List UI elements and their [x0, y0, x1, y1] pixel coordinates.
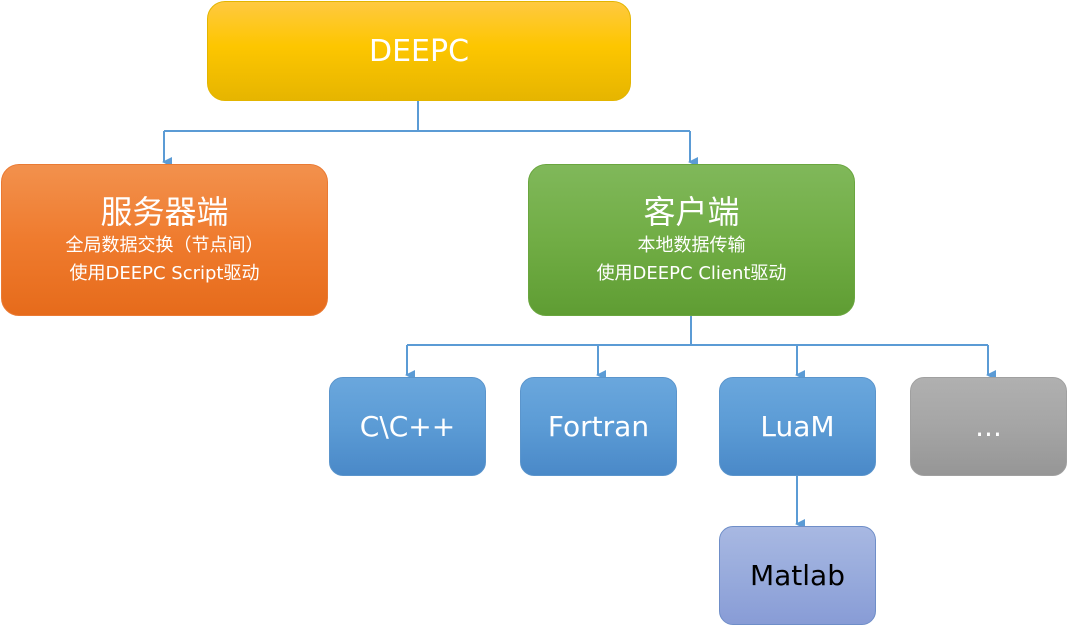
language-node-more: ... — [910, 377, 1067, 476]
client-line2: 使用DEEPC Client驱动 — [596, 263, 787, 284]
client-node: 客户端 本地数据传输 使用DEEPC Client驱动 — [528, 164, 855, 316]
matlab-label: Matlab — [749, 559, 845, 592]
server-node: 服务器端 全局数据交换（节点间） 使用DEEPC Script驱动 — [1, 164, 328, 316]
server-line2: 使用DEEPC Script驱动 — [69, 263, 260, 284]
root-label: DEEPC — [368, 33, 470, 69]
client-line1: 本地数据传输 — [637, 235, 746, 256]
matlab-node: Matlab — [719, 526, 876, 625]
server-title: 服务器端 — [100, 193, 229, 231]
language-node-c-cpp: C\C++ — [329, 377, 486, 476]
language-label: LuaM — [760, 410, 835, 443]
root-node-deepc: DEEPC — [207, 1, 631, 101]
language-node-fortran: Fortran — [520, 377, 677, 476]
language-label: Fortran — [547, 410, 650, 443]
server-line1: 全局数据交换（节点间） — [65, 235, 264, 256]
client-title: 客户端 — [643, 193, 740, 231]
language-node-luam: LuaM — [719, 377, 876, 476]
language-label: ... — [975, 410, 1002, 443]
language-label: C\C++ — [359, 410, 456, 443]
